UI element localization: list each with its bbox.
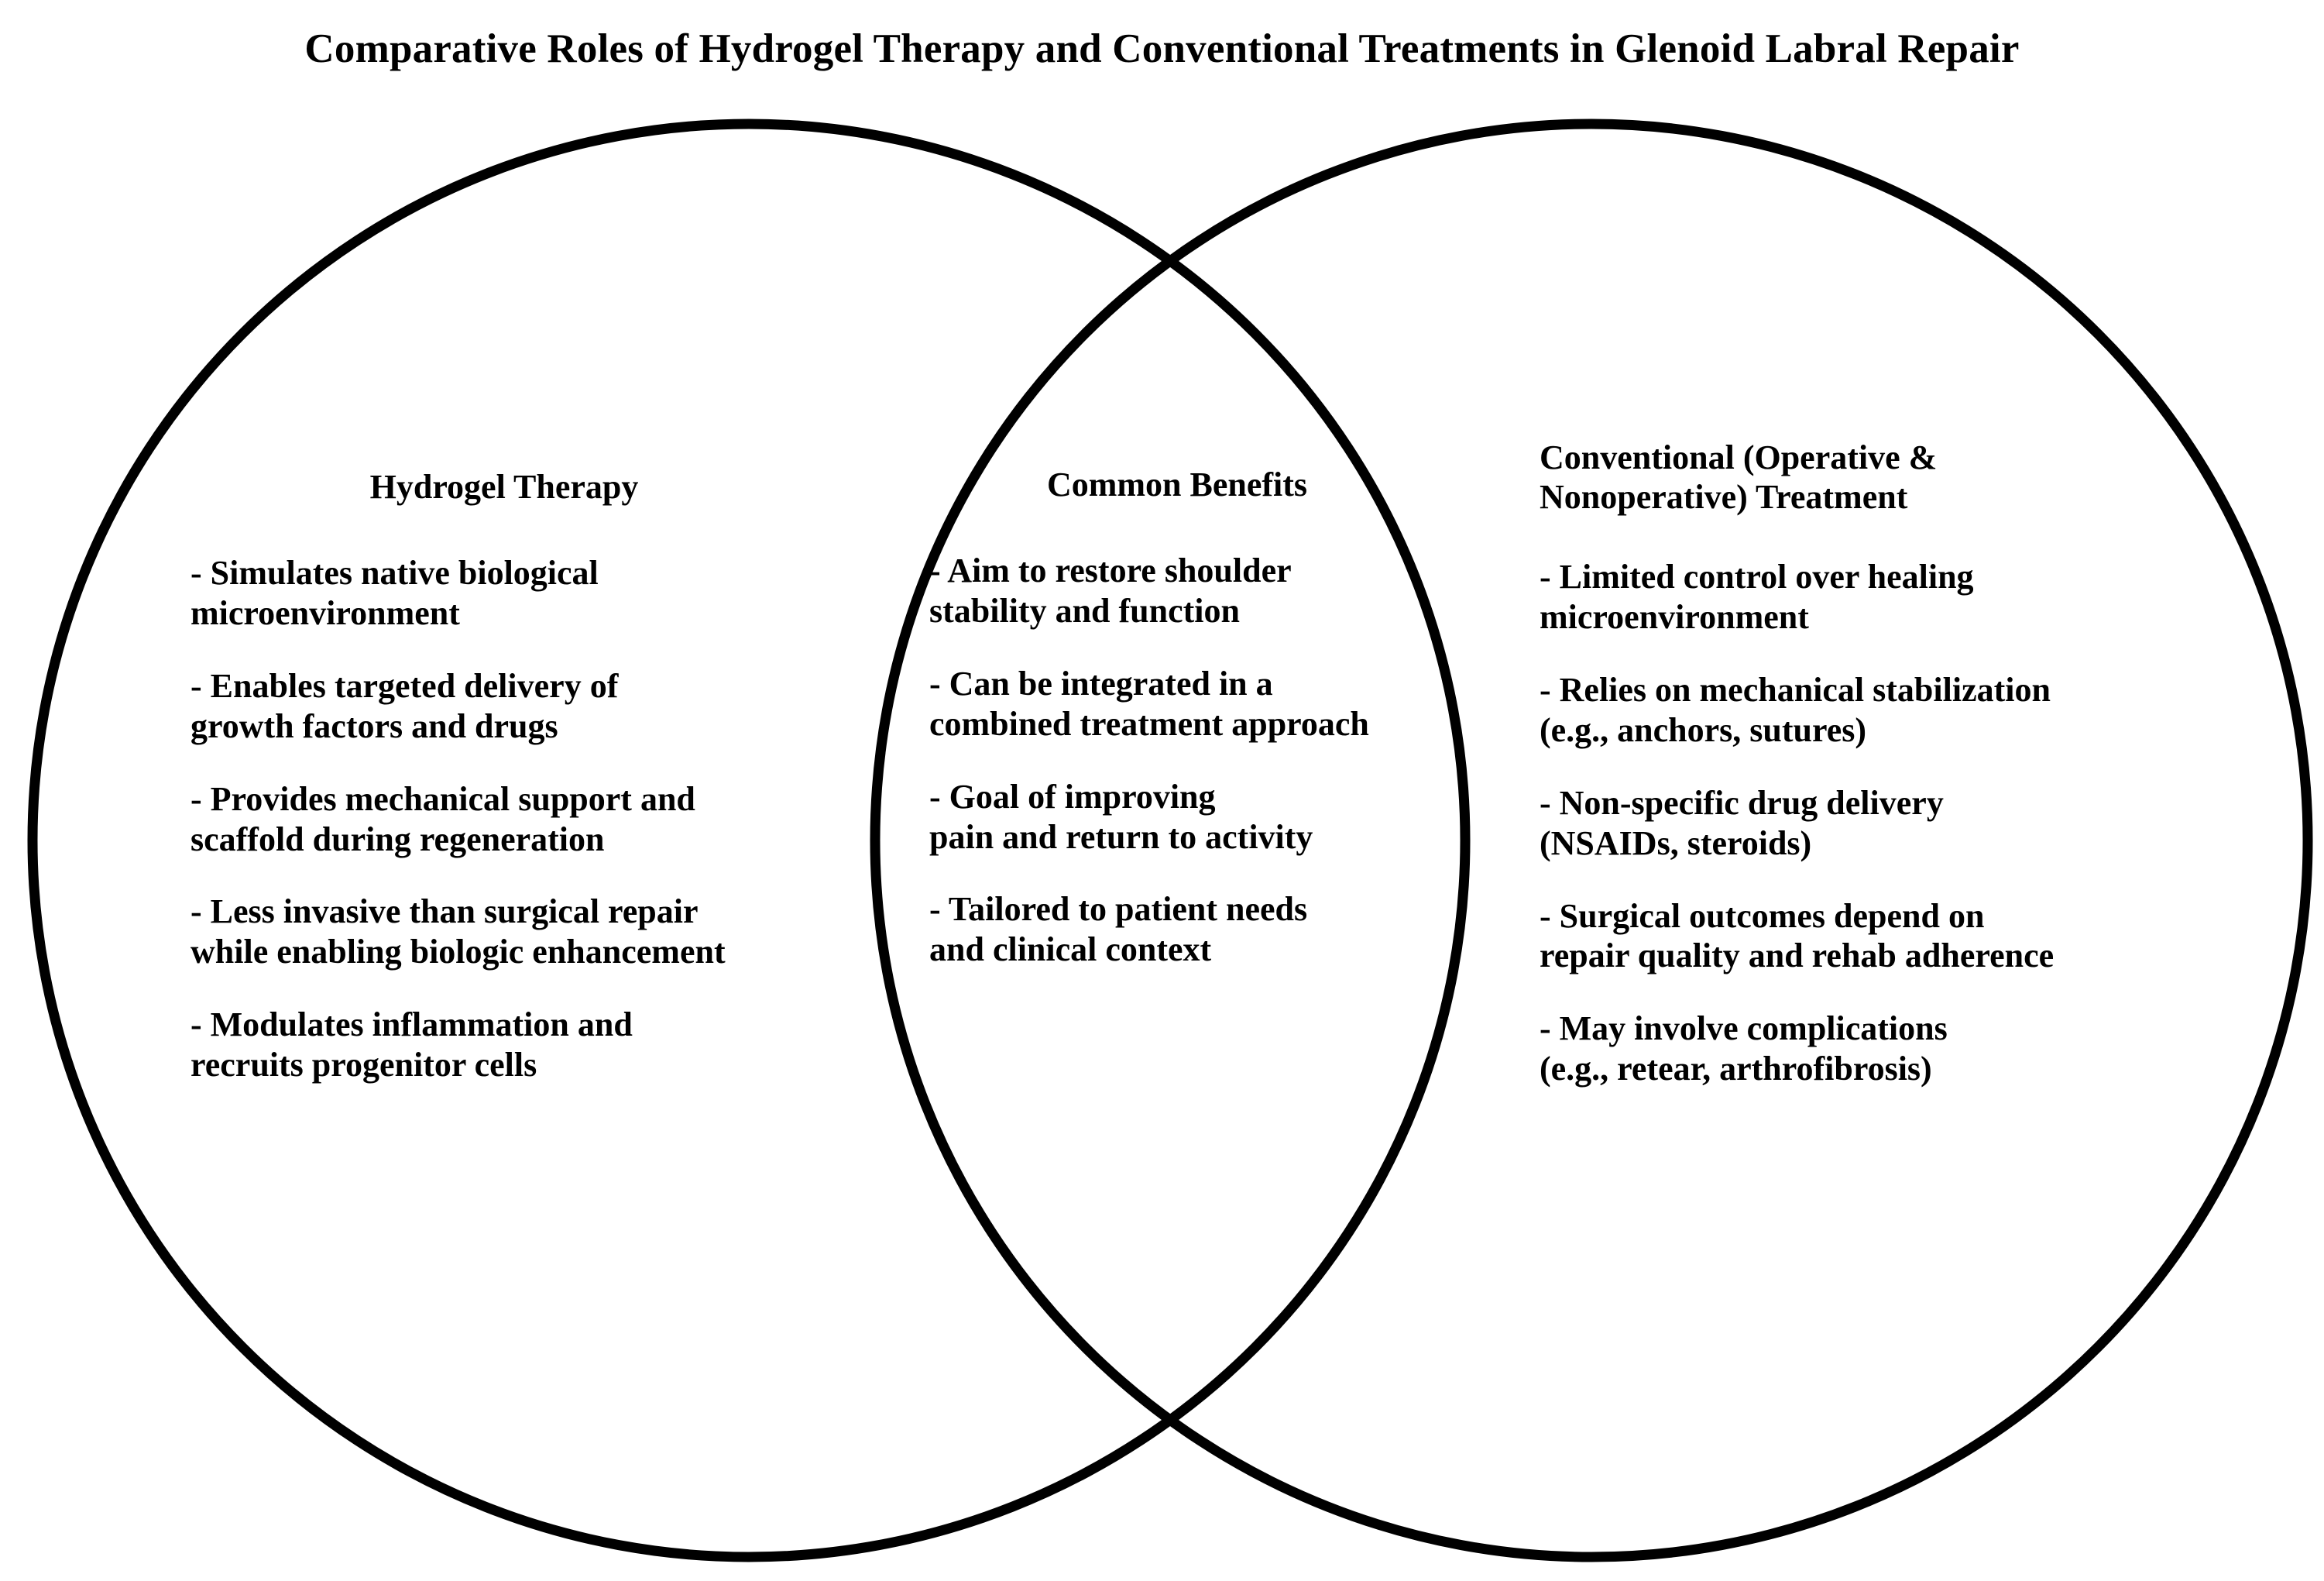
list-item: - Enables targeted delivery of growth fa… bbox=[191, 666, 619, 745]
list-item: - Simulates native biological microenvir… bbox=[191, 554, 599, 632]
list-item: - May involve complications (e.g., retea… bbox=[1540, 1009, 1948, 1088]
right-set-bullet-list: - Limited control over healing microenvi… bbox=[1540, 557, 2236, 1089]
intersection-heading: Common Benefits bbox=[1046, 466, 1308, 504]
list-item: - Relies on mechanical stabilization (e.… bbox=[1540, 670, 2051, 749]
right-set-content: Conventional (Operative & Nonoperative) … bbox=[1540, 438, 2236, 1089]
list-item: - Modulates inflammation and recruits pr… bbox=[191, 1005, 633, 1084]
left-set-bullet-list: - Simulates native biological microenvir… bbox=[191, 553, 887, 1085]
left-set-content: Hydrogel Therapy - Simulates native biol… bbox=[191, 467, 887, 1085]
left-circle bbox=[27, 119, 1471, 1562]
list-item: - Surgical outcomes depend on repair qua… bbox=[1540, 896, 2055, 975]
figure-title: Comparative Roles of Hydrogel Therapy an… bbox=[304, 26, 2020, 71]
list-item: - Limited control over healing microenvi… bbox=[1540, 558, 1974, 636]
list-item: - Can be integrated in a combined treatm… bbox=[929, 664, 1369, 743]
left-set-heading: Hydrogel Therapy bbox=[369, 468, 639, 506]
intersection-bullet-list: - Aim to restore shoulder stability and … bbox=[929, 551, 1425, 970]
list-item: - Tailored to patient needs and clinical… bbox=[929, 890, 1308, 969]
list-item: - Non-specific drug delivery (NSAIDs, st… bbox=[1540, 783, 1944, 862]
intersection-content: Common Benefits - Aim to restore shoulde… bbox=[929, 465, 1425, 1002]
list-item: - Provides mechanical support and scaffo… bbox=[191, 779, 695, 858]
right-circle bbox=[870, 119, 2313, 1562]
right-set-heading: Conventional (Operative & Nonoperative) … bbox=[1540, 438, 1938, 517]
list-item: - Goal of improving pain and return to a… bbox=[929, 777, 1313, 856]
list-item: - Aim to restore shoulder stability and … bbox=[929, 552, 1292, 630]
list-item: - Less invasive than surgical repair whi… bbox=[191, 892, 726, 971]
